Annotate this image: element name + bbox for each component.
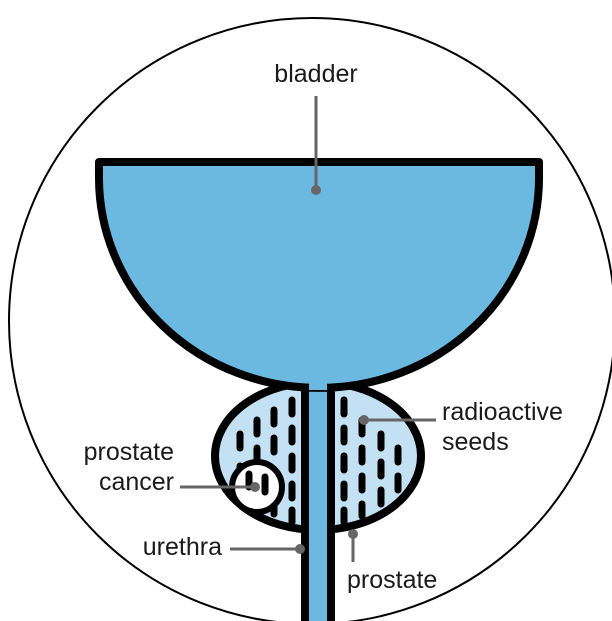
urethra-label: urethra (143, 533, 222, 561)
prostate-cancer-label-line1: prostate (84, 438, 174, 466)
radioactive-seeds-label-line2: seeds (442, 428, 509, 456)
cancer-leader-dot (250, 482, 260, 492)
bladder-leader-dot (311, 185, 321, 195)
radioactive-seeds-label-line1: radioactive (442, 398, 563, 426)
bladder-neck (309, 370, 327, 390)
bladder-label: bladder (274, 60, 357, 88)
urethra-tube (305, 372, 331, 621)
prostate-leader-dot (348, 529, 358, 539)
urethra-leader-dot (295, 544, 305, 554)
seeds-leader-dot (359, 415, 369, 425)
prostate-label: prostate (347, 566, 437, 594)
prostate-cancer-label-line2: cancer (99, 468, 174, 496)
